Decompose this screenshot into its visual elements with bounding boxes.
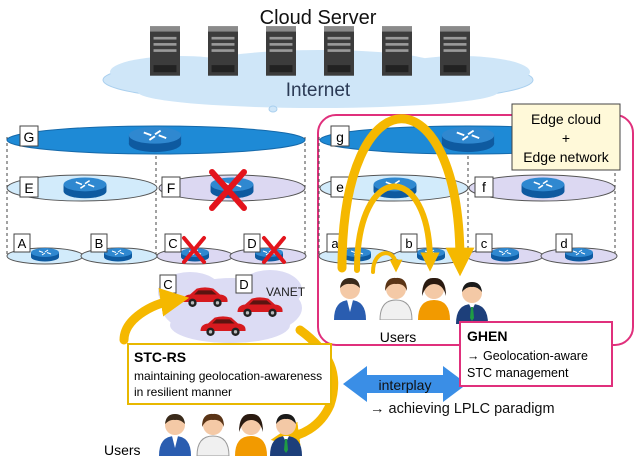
cloud-server-title: Cloud Server [260, 7, 377, 29]
router-icon [440, 125, 496, 153]
edge-box-line-1: Edge cloud [531, 111, 601, 127]
left-hierarchy: G E F A B C D [6, 125, 307, 265]
router-icon [520, 176, 566, 199]
user-icon [379, 277, 413, 320]
node-label-g-right: g [336, 129, 344, 145]
node-label-c-left: C [168, 236, 177, 251]
stc-rs-line-2: in resilient manner [134, 385, 232, 399]
router-icon [490, 247, 520, 262]
stc-rs-box [127, 343, 332, 405]
vanet-label: VANET [266, 285, 306, 299]
node-label-c-right: c [481, 236, 488, 251]
router-icon [127, 125, 183, 153]
router-icon [30, 247, 60, 262]
edge-users-label: Users [380, 329, 417, 345]
failure-cross-icon [209, 169, 247, 211]
user-icon [196, 413, 230, 456]
edge-box-line-3: Edge network [523, 149, 610, 165]
ghen-line-2: STC management [467, 366, 569, 380]
failure-cross-icon [182, 236, 206, 264]
user-icon [235, 413, 267, 456]
node-label-d-right: d [560, 236, 567, 251]
ghen-line-1: → Geolocation-aware [467, 349, 588, 363]
node-label-f-right: f [482, 179, 486, 195]
router-icon [103, 247, 133, 262]
node-label-b-right: b [405, 236, 412, 251]
edge-box-line-2: + [562, 130, 570, 146]
edge-communication-arcs [337, 114, 475, 277]
edge-users [334, 277, 488, 324]
failure-cross-icon [262, 236, 286, 264]
interplay-label: interplay [379, 377, 432, 393]
lplc-text: → achieving LPLC paradigm [370, 401, 555, 417]
user-icon [334, 278, 366, 320]
interplay-arrow [343, 366, 467, 402]
user-icon [418, 277, 450, 320]
node-label-e-left: E [24, 180, 33, 196]
node-label-a-right: a [331, 236, 339, 251]
node-label-f-left: F [167, 180, 176, 196]
node-label-g-left: G [24, 129, 35, 145]
node-label-e-right: e [336, 179, 344, 195]
bottom-users-label: Users [104, 442, 141, 457]
user-icon [456, 282, 488, 324]
node-label-a-left: A [18, 236, 27, 251]
node-label-b-left: B [95, 236, 104, 251]
car-label-d: D [239, 277, 248, 292]
car-label-c: C [163, 277, 172, 292]
bottom-users [159, 413, 302, 456]
node-label-d-left: D [247, 236, 256, 251]
ghen-box [459, 321, 613, 387]
router-icon [62, 176, 108, 199]
ghen-title: GHEN [467, 328, 507, 344]
user-icon [159, 414, 191, 456]
internet-label: Internet [286, 80, 351, 101]
stc-rs-title: STC-RS [134, 349, 186, 365]
edge-cloud-box [511, 103, 621, 171]
stc-rs-line-1: maintaining geolocation-awareness [134, 369, 322, 383]
